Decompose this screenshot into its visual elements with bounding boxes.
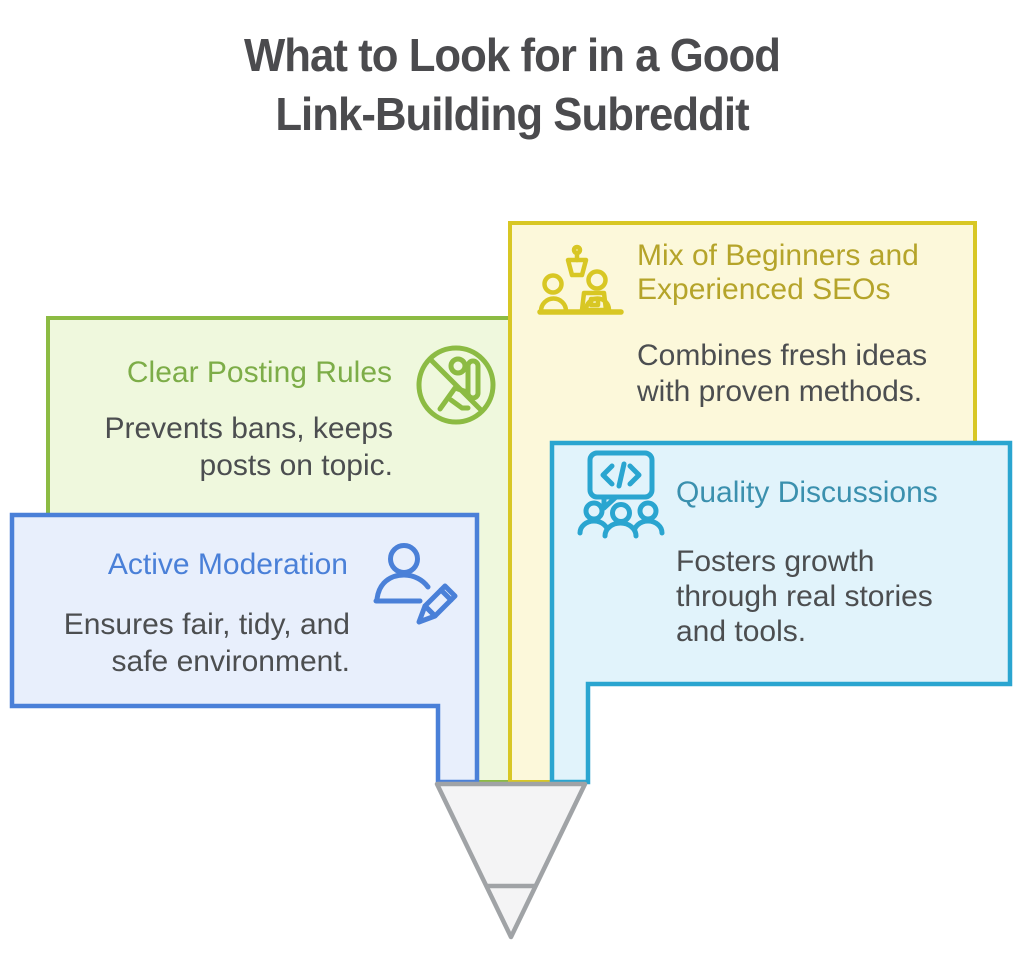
card-heading-active-moderation: Active Moderation xyxy=(107,548,348,581)
card-body-beginners-mix: Combines fresh ideas with proven methods… xyxy=(637,339,928,408)
card-heading-quality-discussions: Quality Discussions xyxy=(676,476,938,509)
card-body-quality-discussions: Fosters growth through real stories and … xyxy=(676,545,933,648)
page-title: What to Look for in a Good Link-Building… xyxy=(243,29,781,140)
user-edit-icon xyxy=(373,543,458,625)
no-spam-icon xyxy=(416,345,496,425)
code-discussion-icon xyxy=(577,450,665,539)
card-body-active-moderation: Ensures fair, tidy, and safe environment… xyxy=(63,608,350,678)
flag-team-icon xyxy=(537,244,624,315)
card-body-posting-rules: Prevents bans, keeps posts on topic. xyxy=(104,412,393,482)
funnel-tip xyxy=(434,781,588,940)
card-heading-posting-rules: Clear Posting Rules xyxy=(126,356,392,389)
card-heading-beginners-mix: Mix of Beginners and Experienced SEOs xyxy=(637,239,919,306)
